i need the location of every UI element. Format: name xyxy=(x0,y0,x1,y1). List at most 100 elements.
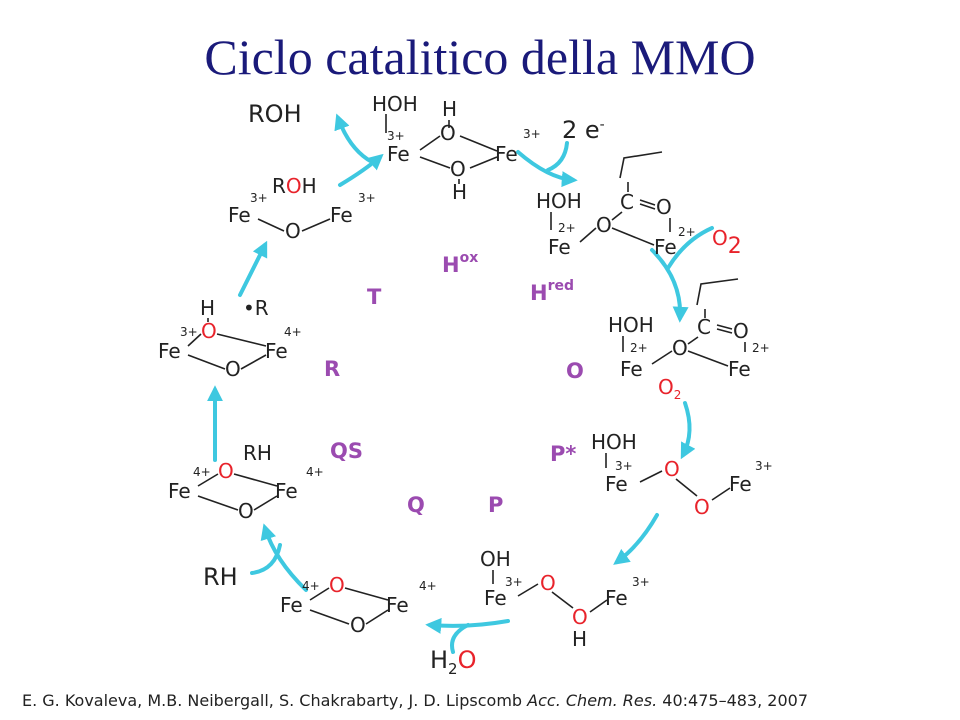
oxidation-label: 4+ xyxy=(284,325,302,339)
arrow-rh-in-icon xyxy=(250,543,282,575)
state-hred: Hred xyxy=(530,278,574,305)
atom-label: Fe xyxy=(386,593,409,617)
oxidation-label: 4+ xyxy=(302,579,320,593)
oxidation-label: 4+ xyxy=(306,465,324,479)
reagent-rh: RH xyxy=(203,563,238,591)
atom-label: HOH xyxy=(591,430,637,454)
atom-label: O xyxy=(596,213,612,237)
reagent-o2: O2 xyxy=(712,226,742,259)
atom-label: OH xyxy=(480,547,511,571)
citation: E. G. Kovaleva, M.B. Neibergall, S. Chak… xyxy=(22,691,952,710)
atom-label: Fe xyxy=(484,586,507,610)
atom-label: Fe xyxy=(228,203,251,227)
atom-label: Fe xyxy=(275,479,298,503)
structure-r: H •R 3+ 4+ O Fe Fe O xyxy=(158,296,302,381)
atom-label: Fe xyxy=(158,339,181,363)
structure-o: C O HOH 2+ O 2+ Fe Fe O2 xyxy=(608,278,770,402)
citation-journal: Acc. Chem. Res. xyxy=(527,691,658,710)
state-hox: Hox xyxy=(442,250,478,277)
atom-label: Fe xyxy=(654,235,677,259)
atom-label: O xyxy=(285,219,301,243)
oxidation-label: 3+ xyxy=(358,191,376,205)
atom-label: H xyxy=(200,296,215,320)
oxidation-label: 3+ xyxy=(615,459,633,473)
atom-label: •R xyxy=(243,296,269,320)
oxidation-label: 2+ xyxy=(558,221,576,235)
atom-label: O xyxy=(656,195,672,219)
cycle-arrows xyxy=(207,113,714,654)
reagents: ROH 2 e- O2 H2O RH xyxy=(203,100,742,678)
atom-label: O xyxy=(440,121,456,145)
atom-label: Fe xyxy=(548,235,571,259)
oxidation-label: 2+ xyxy=(678,225,696,239)
product-roh: ROH xyxy=(248,100,302,128)
atom-label: O xyxy=(694,495,710,519)
atom-label: Fe xyxy=(280,593,303,617)
structure-t: ROH 3+ 3+ Fe Fe O xyxy=(228,174,376,243)
atom-label: O xyxy=(350,613,366,637)
atom-label: O xyxy=(672,336,688,360)
state-qs: QS xyxy=(330,439,363,463)
oxidation-label: 4+ xyxy=(193,465,211,479)
atom-label: O xyxy=(572,605,588,629)
atom-label: Fe xyxy=(605,586,628,610)
atom-label: H xyxy=(572,627,587,651)
product-h2o: H2O xyxy=(430,646,476,678)
arrow-h2o-out-icon xyxy=(450,623,470,654)
structure-hox: HOH H O 3+ 3+ Fe Fe O H xyxy=(372,92,541,204)
structure-p: OH 3+ 3+ Fe O O Fe H xyxy=(480,547,650,651)
arrow-o2-in-icon xyxy=(666,226,714,270)
bound-roh: ROH xyxy=(272,174,317,198)
bound-o2: O2 xyxy=(658,375,681,402)
atom-label: C xyxy=(697,315,711,339)
citation-authors: E. G. Kovaleva, M.B. Neibergall, S. Chak… xyxy=(22,691,523,710)
arrow-electrons-in-icon xyxy=(546,141,569,172)
atom-label: O xyxy=(225,357,241,381)
oxidation-label: 2+ xyxy=(630,341,648,355)
oxidation-label: 3+ xyxy=(755,459,773,473)
atom-label: RH xyxy=(243,441,272,465)
arrow-pstar-to-p-icon xyxy=(613,513,659,565)
state-o: O xyxy=(566,359,584,383)
arrow-o-to-pstar-icon xyxy=(680,401,696,460)
state-r: R xyxy=(324,357,340,381)
state-p: P xyxy=(488,493,503,517)
citation-reference: 40:475–483, 2007 xyxy=(662,691,808,710)
oxidation-label: 3+ xyxy=(250,191,268,205)
atom-label: Fe xyxy=(620,357,643,381)
atom-label: O xyxy=(540,571,556,595)
atom-label: O xyxy=(733,319,749,343)
atom-label: Fe xyxy=(605,472,628,496)
oxidation-label: 3+ xyxy=(180,325,198,339)
state-pstar: P* xyxy=(550,442,576,466)
atom-label: O xyxy=(450,157,466,181)
state-q: Q xyxy=(407,493,425,517)
atom-label: Fe xyxy=(728,357,751,381)
page-title: Ciclo catalitico della MMO xyxy=(204,29,756,85)
arrow-q-to-qs-icon xyxy=(260,523,308,592)
oxidation-label: 3+ xyxy=(523,127,541,141)
atom-label: O xyxy=(201,319,217,343)
state-labels: Hox Hred O P* P Q QS R T xyxy=(324,250,584,517)
atom-label: H xyxy=(442,97,457,121)
atom-label: Fe xyxy=(495,142,518,166)
atom-label: O xyxy=(238,499,254,523)
oxidation-label: 3+ xyxy=(387,129,405,143)
structure-hred: C O HOH 2+ O 2+ Fe Fe xyxy=(536,151,696,259)
atom-label: Fe xyxy=(168,479,191,503)
atom-label: O xyxy=(218,459,234,483)
arrow-t-to-hox-icon xyxy=(338,153,384,187)
atom-label: C xyxy=(620,190,634,214)
state-t: T xyxy=(367,285,382,309)
atom-label: Fe xyxy=(330,203,353,227)
structure-pstar: HOH 3+ 3+ Fe O O Fe xyxy=(591,430,773,519)
oxidation-label: 2+ xyxy=(752,341,770,355)
reagent-electrons: 2 e- xyxy=(562,116,605,144)
atom-label: O xyxy=(329,573,345,597)
structure-q: 4+ 4+ O Fe Fe O xyxy=(280,573,437,637)
atom-label: H xyxy=(452,180,467,204)
atom-label: Fe xyxy=(729,472,752,496)
atom-label: HOH xyxy=(536,189,582,213)
arrow-hred-to-o-icon xyxy=(650,248,689,323)
